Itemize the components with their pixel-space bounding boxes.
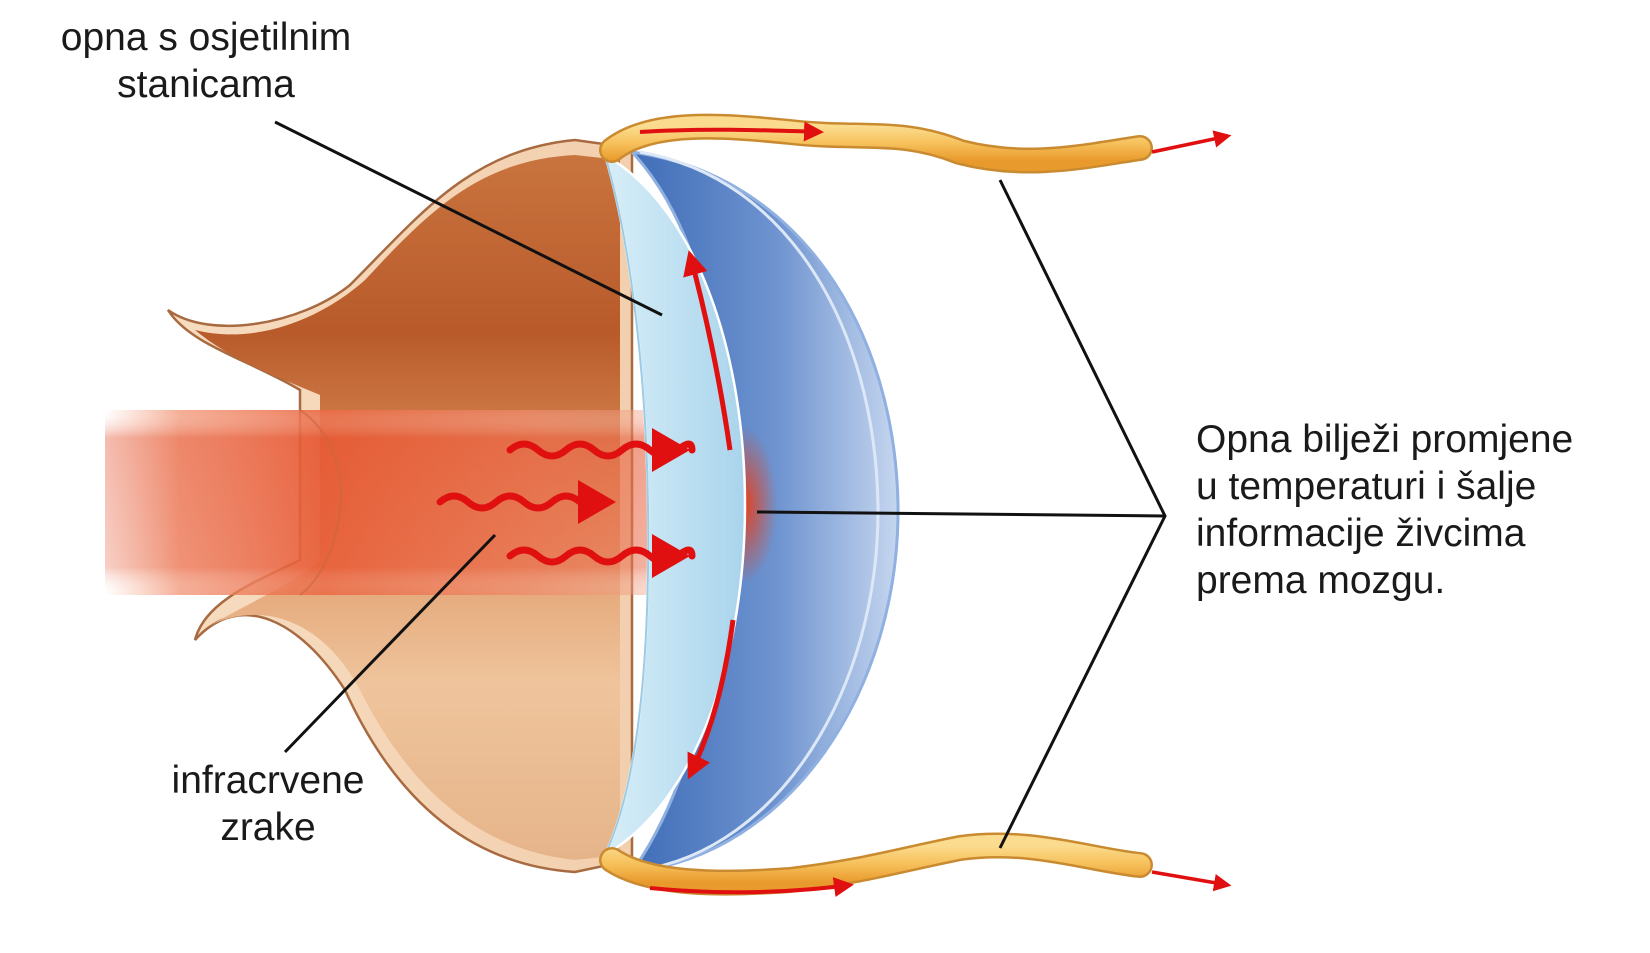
label-sensory-membrane-line1: opna s osjetilnim: [60, 16, 352, 59]
label-infrared-rays: infracrvene zrake: [150, 757, 386, 851]
membrane-arrow-down: [687, 619, 736, 780]
membrane-arrow-up: [683, 250, 733, 451]
label-description-line2: u temperaturi i šalje: [1196, 465, 1537, 508]
label-description-line4: prema mozgu.: [1196, 559, 1446, 602]
label-description-line1: Opna bilježi promjene: [1196, 418, 1574, 461]
leader-membrane-desc: [756, 510, 1166, 518]
ir-arrowhead-1: [652, 428, 690, 472]
ir-wave-2: [436, 492, 584, 512]
ir-arrowhead-2: [578, 480, 616, 524]
ir-arrowhead-3: [652, 534, 690, 578]
brain-arrow-upper: [1151, 130, 1232, 154]
label-infrared-line2: zrake: [220, 806, 316, 849]
label-description: Opna bilježi promjene u temperaturi i ša…: [1196, 416, 1646, 604]
leader-membrane: [274, 120, 663, 317]
leader-infrared: [283, 533, 497, 754]
label-infrared-line1: infracrvene: [171, 759, 365, 802]
label-sensory-membrane-line2: stanicama: [117, 63, 295, 106]
label-sensory-membrane: opna s osjetilnim stanicama: [34, 14, 378, 108]
brain-arrow-lower: [1151, 870, 1232, 892]
label-description-line3: informacije živcima: [1196, 512, 1526, 555]
